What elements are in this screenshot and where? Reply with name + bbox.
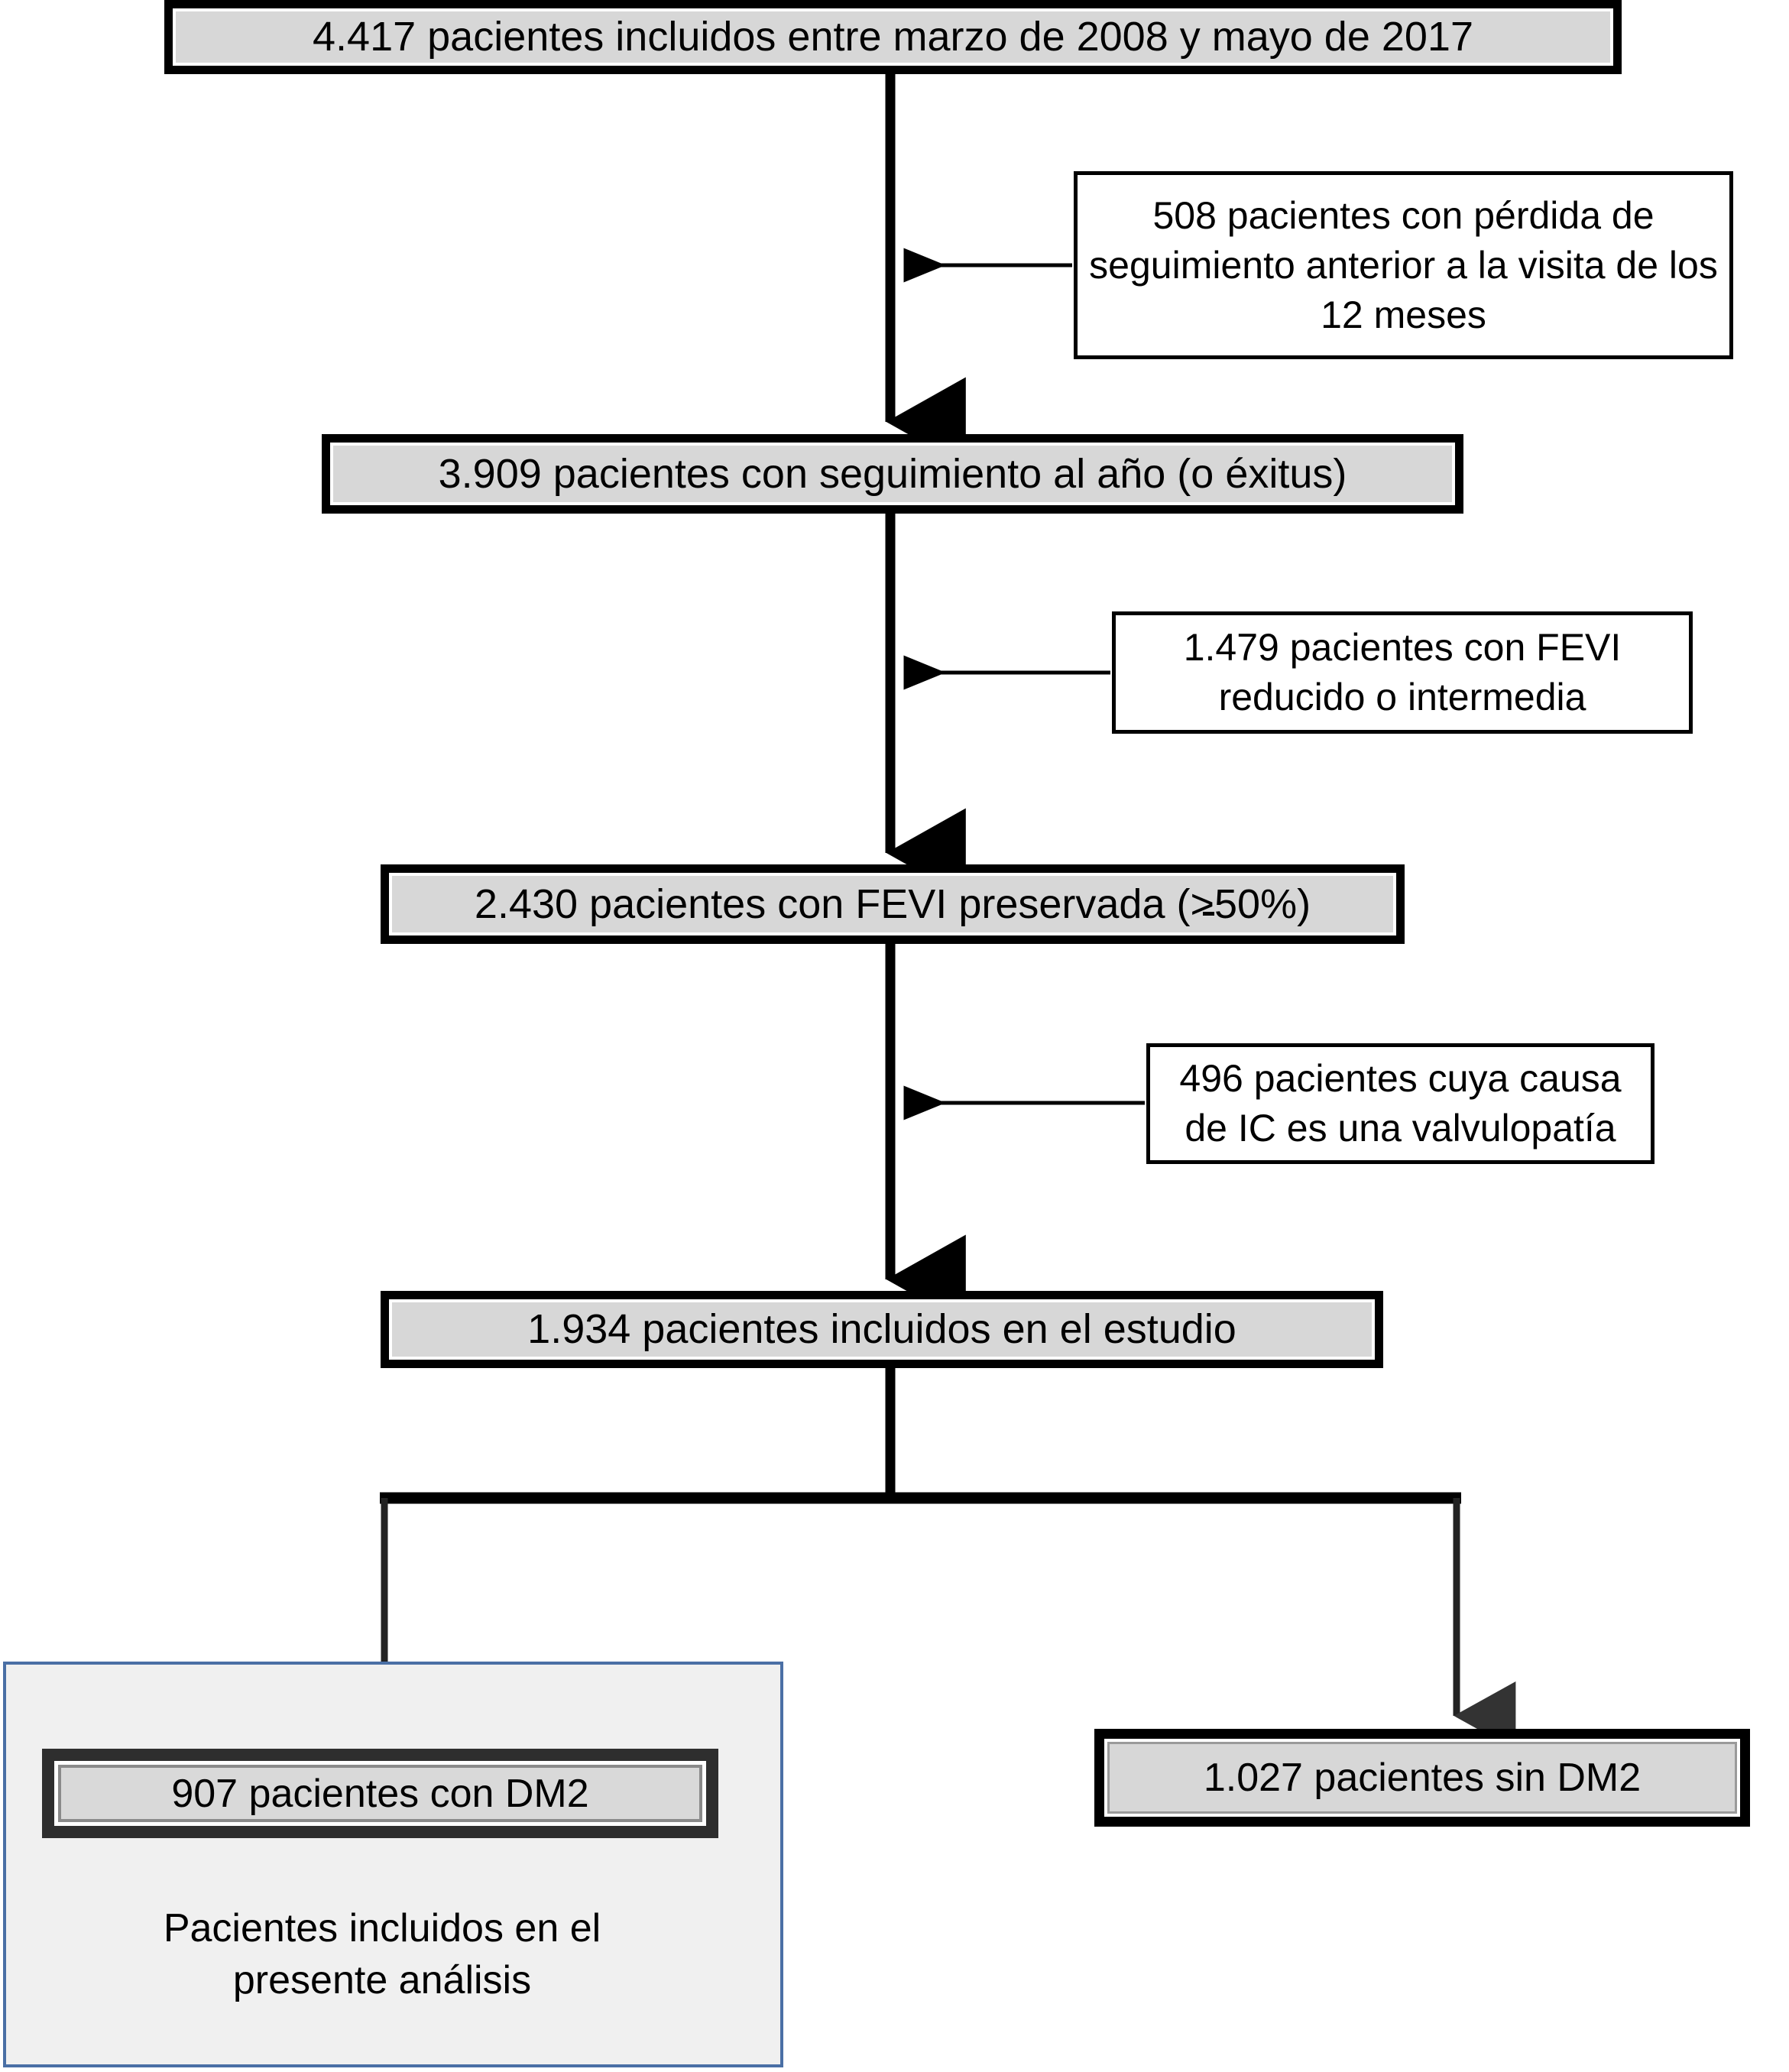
node-exclusion-valvular-cause[interactable]: 496 pacientes cuya causa de IC es una va… bbox=[1146, 1043, 1655, 1164]
analysis-panel bbox=[3, 1662, 783, 2067]
node-without-dm2[interactable]: 1.027 pacientes sin DM2 bbox=[1094, 1729, 1750, 1827]
node-included-in-study-label: 1.934 pacientes incluidos en el estudio bbox=[527, 1306, 1236, 1353]
node-exclusion-lost-followup-label: 508 pacientes con pérdida de seguimiento… bbox=[1089, 193, 1718, 336]
analysis-panel-caption-line1: Pacientes incluidos en el bbox=[163, 1906, 601, 1950]
node-enrolled[interactable]: 4.417 pacientes incluidos entre marzo de… bbox=[164, 0, 1622, 74]
node-with-dm2-label: 907 pacientes con DM2 bbox=[171, 1771, 589, 1816]
analysis-panel-caption: Pacientes incluidos en el presente análi… bbox=[46, 1903, 718, 2006]
node-preserved-prefix: 2.430 pacientes con FEVI preservada ( bbox=[474, 880, 1191, 927]
node-enrolled-label: 4.417 pacientes incluidos entre marzo de… bbox=[313, 14, 1473, 60]
node-exclusion-reduced-lvef[interactable]: 1.479 pacientes con FEVI reducido o inte… bbox=[1112, 611, 1693, 734]
node-exclusion-lost-followup[interactable]: 508 pacientes con pérdida de seguimiento… bbox=[1074, 171, 1733, 359]
node-preserved-lvef[interactable]: 2.430 pacientes con FEVI preservada (>50… bbox=[381, 864, 1405, 944]
node-exclusion-reduced-lvef-label: 1.479 pacientes con FEVI reducido o inte… bbox=[1183, 626, 1622, 718]
node-followup-label: 3.909 pacientes con seguimiento al año (… bbox=[438, 450, 1347, 497]
node-included-in-study[interactable]: 1.934 pacientes incluidos en el estudio bbox=[381, 1291, 1383, 1368]
node-without-dm2-label: 1.027 pacientes sin DM2 bbox=[1203, 1756, 1642, 1800]
greater-or-equal-glyph: > bbox=[1190, 880, 1215, 927]
node-preserved-lvef-label: 2.430 pacientes con FEVI preservada (>50… bbox=[475, 881, 1311, 927]
node-followup[interactable]: 3.909 pacientes con seguimiento al año (… bbox=[322, 434, 1463, 514]
node-with-dm2[interactable]: 907 pacientes con DM2 bbox=[42, 1749, 718, 1838]
node-preserved-suffix: 50%) bbox=[1214, 880, 1311, 927]
analysis-panel-caption-line2: presente análisis bbox=[232, 1957, 532, 2002]
node-exclusion-valvular-cause-label: 496 pacientes cuya causa de IC es una va… bbox=[1179, 1057, 1622, 1149]
